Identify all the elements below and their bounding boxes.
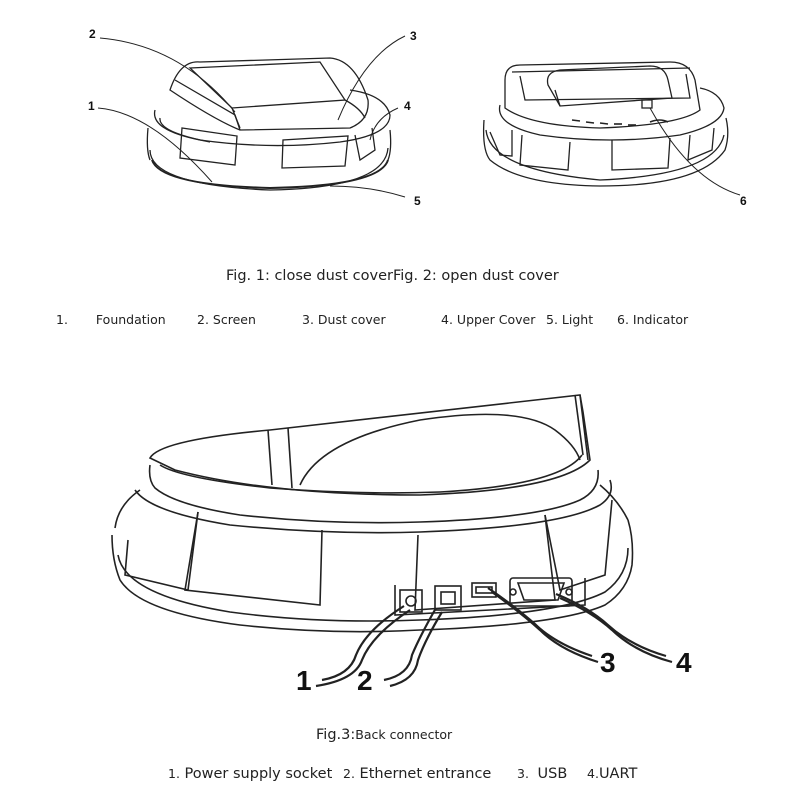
legend2-label: USB: [537, 766, 568, 782]
callout-5: 5: [414, 194, 421, 208]
legend-item-5: 5. Light: [546, 312, 593, 327]
legend-label: Upper Cover: [456, 312, 536, 327]
callout-1: 1: [88, 99, 95, 113]
legend2-num: 3.: [517, 766, 529, 781]
legend2-label: UART: [598, 766, 638, 782]
callout-4: 4: [404, 99, 411, 113]
callout-3-4: 4: [676, 647, 692, 678]
caption-fig3: Fig.3:Back connector: [316, 724, 452, 743]
callout-3-2: 2: [357, 665, 373, 696]
callout-3-3: 3: [600, 647, 616, 678]
legend2-item-1: 1. Power supply socket: [168, 766, 332, 782]
legend-label: Dust cover: [317, 312, 386, 327]
legend-label: Screen: [212, 312, 256, 327]
legend-num: 2.: [197, 312, 209, 327]
caption-fig3-prefix: Fig.3:: [316, 727, 356, 743]
figure-2-open-device: [482, 61, 729, 187]
caption-fig3-text: Back connector: [355, 727, 453, 742]
legend-num: 5.: [546, 312, 558, 327]
legend-item-6: 6. Indicator: [617, 312, 688, 327]
legend-item-3: 3. Dust cover: [302, 312, 386, 327]
legend-label: Indicator: [632, 312, 689, 327]
leader-lines-top: [97, 35, 741, 198]
callout-3-1: 1: [296, 665, 312, 696]
legend2-item-2: 2. Ethernet entrance: [343, 766, 491, 782]
callout-3: 3: [410, 29, 417, 43]
legend-label: Light: [561, 312, 594, 327]
legend-item-2: 2. Screen: [197, 312, 256, 327]
legend-item-4: 4. Upper Cover: [441, 312, 535, 327]
legend2-item-4: 4.UART: [587, 766, 637, 782]
legend-num: 1.: [56, 312, 68, 327]
callout-6: 6: [740, 194, 747, 208]
legend2-num: 1.: [168, 766, 180, 781]
callout-2: 2: [89, 27, 96, 41]
legend-num: 3.: [302, 312, 314, 327]
legend-label: Foundation: [95, 312, 166, 327]
legend-num: 4.: [441, 312, 453, 327]
legend2-label: Power supply socket: [184, 766, 333, 782]
caption-fig1-fig2: Fig. 1: close dust coverFig. 2: open dus…: [226, 268, 559, 284]
legend2-label: Ethernet entrance: [359, 766, 492, 782]
legend2-num: 4.: [587, 766, 599, 781]
figure-1-closed-device: [146, 57, 392, 191]
legend-num: 6.: [617, 312, 629, 327]
legend2-num: 2.: [343, 766, 355, 781]
leader-lines-bottom: [315, 587, 673, 688]
legend-item-1: 1. Foundation: [56, 312, 166, 327]
legend2-item-3: 3. USB: [517, 766, 567, 782]
figure-3-back-device: [111, 394, 634, 633]
